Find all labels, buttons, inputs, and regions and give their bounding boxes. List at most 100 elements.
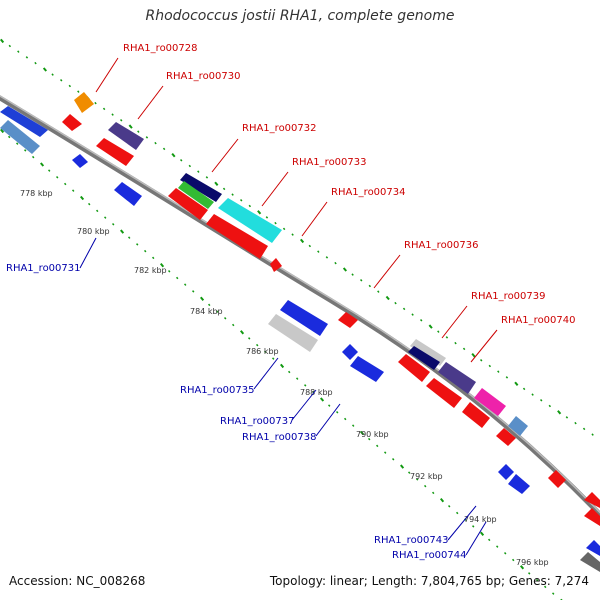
scale-tick (231, 193, 234, 196)
scale-tick (55, 176, 59, 179)
scale-tick-label: 794 kbp (464, 515, 497, 524)
map-title: Rhodococcus jostii RHA1, complete genome (145, 8, 455, 24)
gene-block[interactable] (496, 428, 516, 446)
scale-tick (175, 276, 179, 280)
backbone-curve (0, 95, 600, 519)
scale-tick (248, 337, 251, 340)
scale-tick (552, 592, 555, 595)
gene-block[interactable] (338, 312, 358, 328)
scale-tick (154, 141, 157, 145)
gene-block[interactable] (508, 474, 530, 494)
scale-tick (205, 176, 209, 179)
leader-line (315, 403, 341, 437)
scale-tick (359, 430, 365, 436)
gene-label[interactable]: RHA1_ro00740 (501, 315, 576, 326)
gene-label[interactable]: RHA1_ro00737 (220, 416, 295, 427)
scale-tick (505, 376, 509, 379)
scale-tick (128, 124, 133, 129)
gene-block[interactable] (178, 181, 214, 209)
gene-block[interactable] (580, 552, 600, 572)
gene-block[interactable] (206, 214, 268, 259)
scale-tick (87, 202, 91, 206)
gene-block[interactable] (108, 122, 144, 150)
gene-label[interactable]: RHA1_ro00731 (6, 263, 81, 274)
gene-block[interactable] (72, 154, 88, 168)
gene-block[interactable] (342, 344, 358, 360)
gene-label[interactable]: RHA1_ro00730 (166, 71, 241, 82)
scale-tick (171, 153, 176, 158)
gene-block[interactable] (270, 258, 282, 272)
accession-text: Accession: NC_008268 (9, 574, 146, 588)
scale-tick (180, 159, 183, 162)
leader-line (291, 389, 317, 421)
gene-block[interactable] (408, 346, 440, 370)
gene-block[interactable] (96, 138, 134, 166)
gene-block[interactable] (462, 402, 490, 428)
scale-tick (447, 505, 451, 508)
gene-block[interactable] (180, 173, 222, 202)
leader-line (261, 171, 289, 207)
gene-block[interactable] (584, 508, 600, 526)
gene-block[interactable] (0, 120, 40, 154)
scale-tick (462, 347, 466, 351)
gene-label[interactable]: RHA1_ro00739 (471, 291, 546, 302)
scale-tick (408, 471, 411, 474)
gene-block[interactable] (438, 362, 476, 394)
topology-text: Topology: linear; Length: 7,804,765 bp; … (269, 574, 589, 588)
scale-tick (400, 464, 405, 469)
gene-label[interactable]: RHA1_ro00733 (292, 157, 367, 168)
scale-tick-label: 780 kbp (77, 227, 110, 236)
gene-block[interactable] (280, 300, 328, 336)
scale-tick (34, 61, 37, 65)
scale-tick (214, 181, 219, 186)
gene-block[interactable] (508, 416, 528, 436)
gene-labels: RHA1_ro00728RHA1_ro00730RHA1_ro00732RHA1… (6, 43, 576, 561)
scale-tick (431, 491, 435, 495)
gene-block[interactable] (114, 182, 142, 206)
gene-label[interactable]: RHA1_ro00732 (242, 123, 317, 134)
scale-tick (385, 295, 390, 301)
gene-block[interactable] (218, 198, 282, 243)
gene-label[interactable]: RHA1_ro00734 (331, 187, 406, 198)
scale-tick (191, 290, 195, 293)
scale-tick (77, 90, 80, 93)
scale-tick (511, 558, 515, 562)
gene-label[interactable]: RHA1_ro00744 (392, 550, 467, 561)
scale-tick (160, 263, 165, 268)
gene-block[interactable] (168, 188, 208, 220)
gene-block[interactable] (426, 378, 462, 408)
scale-tick (480, 531, 485, 536)
scale-tick (454, 341, 457, 345)
scale-tick (487, 538, 491, 542)
gene-block[interactable] (584, 492, 600, 508)
gene-block[interactable] (474, 388, 506, 416)
gene-block[interactable] (350, 356, 384, 382)
gene-block[interactable] (548, 470, 566, 488)
gene-block[interactable] (62, 114, 82, 131)
gene-block[interactable] (498, 464, 514, 480)
scale-tick-label: 790 kbp (356, 430, 389, 439)
gene-block[interactable] (0, 106, 48, 137)
scale-tick (0, 128, 5, 134)
scale-tick (15, 142, 19, 145)
leader-lines (79, 57, 498, 556)
gene-label[interactable]: RHA1_ro00735 (180, 385, 255, 396)
scale-tick (392, 458, 395, 461)
scale-tick (402, 307, 406, 311)
scale-tick (531, 393, 534, 396)
gene-block[interactable] (74, 92, 94, 113)
gene-label[interactable]: RHA1_ro00736 (404, 240, 479, 251)
gene-label[interactable]: RHA1_ro00738 (242, 432, 317, 443)
scale-tick (351, 424, 355, 427)
gene-block[interactable] (586, 540, 600, 556)
gene-block[interactable] (410, 339, 446, 366)
scale-tick (94, 101, 97, 105)
gene-block[interactable] (398, 354, 430, 382)
scale-tick (383, 451, 387, 454)
gene-label[interactable]: RHA1_ro00743 (374, 535, 449, 546)
gene-label[interactable]: RHA1_ro00728 (123, 43, 198, 54)
scale-tick (231, 323, 235, 327)
gene-block[interactable] (268, 314, 318, 352)
scale-tick (420, 319, 423, 322)
